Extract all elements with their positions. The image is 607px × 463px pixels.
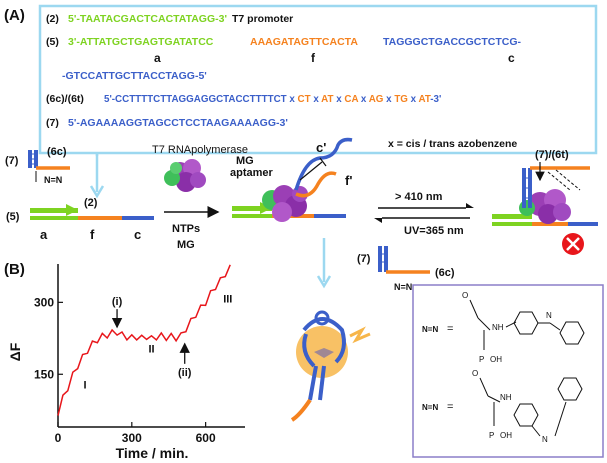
segment-label-f: f [311, 51, 316, 65]
t7-label: T7 RNApolymerase [152, 144, 248, 156]
svg-text:OH: OH [490, 355, 502, 364]
x-tick-label: 300 [122, 431, 142, 445]
ntps-label: NTPs [172, 223, 200, 235]
row5-seq: 5'-AGAAAAGGTAGCCTCCTAAGAAAAGG-3' [68, 117, 288, 129]
svg-text:c': c' [316, 140, 326, 155]
y-tick-label: 300 [34, 295, 54, 309]
svg-text:OH: OH [500, 431, 512, 440]
row4-num: (6c)/(6t) [46, 93, 84, 105]
svg-text:=: = [447, 401, 453, 413]
structure-box [412, 284, 604, 458]
row2-seq-blue: TAGGGCTGACCGCTCTCG- [383, 36, 522, 48]
svg-text:(6c): (6c) [435, 267, 455, 279]
svg-text:N=N: N=N [422, 325, 438, 334]
segment-label-a: a [154, 51, 161, 65]
row5-note: x = cis / trans azobenzene [388, 138, 517, 150]
row4-seq: 5'-CCTTTTCTTAGGAGGCTACCTTTTCT x CT x AT … [104, 94, 441, 105]
row1-num: (2) [46, 13, 59, 25]
svg-text:N=N: N=N [394, 282, 412, 292]
svg-text:N: N [542, 435, 548, 444]
mg-label: MG [177, 239, 195, 251]
svg-text:O: O [472, 369, 478, 378]
row3-seq: -GTCCATTGCTTACCTAGG-5' [62, 70, 207, 82]
y-axis-label: ΔF [7, 342, 23, 361]
annotation-label: I [84, 380, 87, 392]
svg-text:NH: NH [492, 323, 504, 332]
svg-text:N=N: N=N [422, 403, 438, 412]
svg-text:a: a [40, 227, 48, 242]
released-duplex: (7) (6c) N=N [357, 246, 455, 292]
row2-seq-orange: AAAGATAGTTCACTA [250, 36, 358, 48]
svg-text:(2): (2) [84, 197, 98, 209]
t7-polymerase-icon [164, 159, 206, 192]
annotation-label: III [223, 293, 232, 305]
svg-text:P: P [489, 431, 494, 440]
x-tick-label: 600 [196, 431, 216, 445]
row2-num: (5) [46, 36, 59, 48]
annotation-label: (ii) [178, 367, 192, 379]
svg-text:f: f [90, 227, 95, 242]
svg-text:MG: MG [236, 155, 254, 167]
svg-text:(6c): (6c) [47, 146, 67, 158]
row5-num: (7) [46, 117, 59, 129]
segment-label-c: c [508, 51, 515, 65]
trans-azobenzene-structure: N=N = O NH N P OH [422, 291, 585, 364]
svg-text:(5): (5) [6, 211, 20, 223]
sequence-list: (2) 5'-TAATACGACTCACTATAGG-3' T7 promote… [46, 13, 522, 150]
annotation-label: (i) [112, 296, 123, 308]
annotation-label: II [148, 344, 154, 356]
template-duplex: (5) (2) a f c [6, 197, 154, 242]
svg-text:=: = [447, 323, 453, 335]
svg-text:N: N [546, 311, 552, 320]
sequence-box [38, 4, 598, 155]
row1-note: T7 promoter [232, 13, 293, 25]
svg-text:(7): (7) [5, 155, 19, 167]
uv-label: UV=365 nm [404, 225, 464, 237]
mg-aptamer-glow-icon [290, 310, 371, 422]
svg-text:f': f' [345, 173, 352, 188]
svg-text:aptamer: aptamer [230, 167, 274, 179]
equilibrium-arrows: > 410 nm UV=365 nm [374, 191, 474, 237]
visible-light-label: > 410 nm [395, 191, 443, 203]
transcription-complex: MG aptamer c' f' [230, 137, 352, 222]
series-line [57, 264, 231, 416]
svg-text:(7)/(6t): (7)/(6t) [535, 149, 569, 161]
svg-text:c: c [134, 227, 141, 242]
y-tick-label: 150 [34, 367, 54, 381]
svg-text:(7): (7) [357, 253, 371, 265]
duplex-7-6c: (7) (6c) N=N [5, 146, 70, 185]
blocked-complex: (7)/(6t) [492, 149, 598, 255]
svg-text:NH: NH [500, 393, 512, 402]
panel-b-label: (B) [4, 261, 25, 278]
panel-a-label: (A) [4, 7, 25, 24]
row1-seq: 5'-TAATACGACTCACTATAGG-3' [68, 13, 227, 25]
svg-text:O: O [462, 291, 468, 300]
x-tick-label: 0 [55, 431, 62, 445]
svg-text:N=N: N=N [44, 175, 62, 185]
x-axis-label: Time / min. [116, 445, 189, 461]
row2-seq-green: 3'-ATTATGCTGAGTGATATCC [68, 36, 214, 48]
cis-azobenzene-structure: N=N = O NH N P OH [422, 369, 583, 444]
svg-text:P: P [479, 355, 484, 364]
